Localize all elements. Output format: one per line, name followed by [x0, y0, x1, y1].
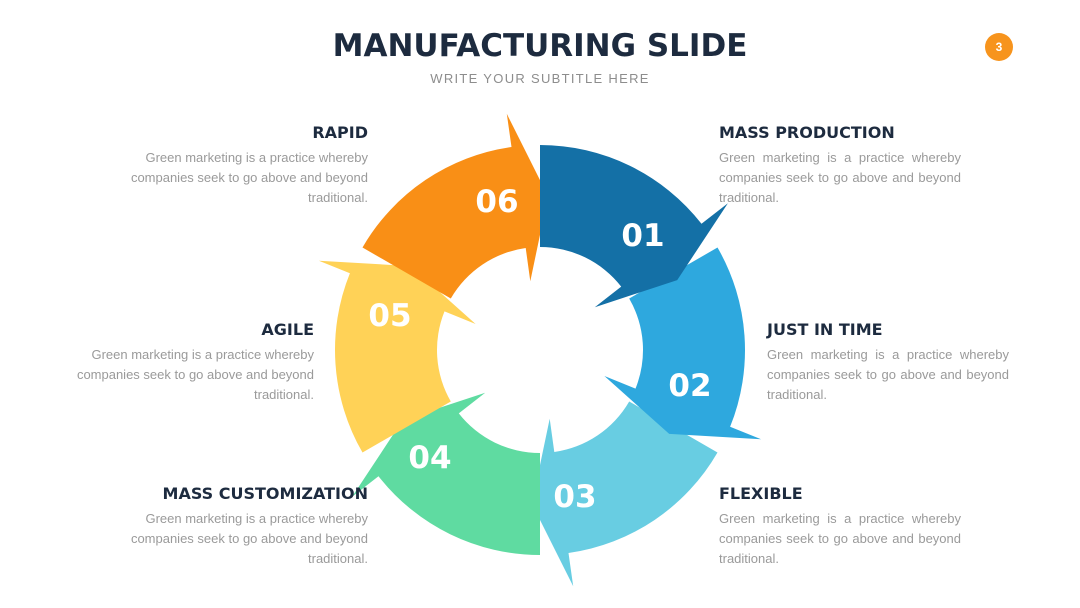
step-title: AGILE — [261, 320, 314, 339]
step-rapid: RAPID Green marketing is a practice wher… — [118, 123, 368, 208]
step-title: MASS PRODUCTION — [719, 123, 895, 142]
step-mass-customization: MASS CUSTOMIZATION Green marketing is a … — [118, 484, 368, 569]
step-description: Green marketing is a practice whereby co… — [767, 347, 1009, 402]
step-description: Green marketing is a practice whereby co… — [130, 511, 368, 566]
step-title: RAPID — [312, 123, 368, 142]
step-title: FLEXIBLE — [719, 484, 803, 503]
page-number-badge: 3 — [985, 33, 1013, 61]
segment-03-arrow — [531, 401, 718, 587]
step-title: MASS CUSTOMIZATION — [162, 484, 368, 503]
step-flexible: FLEXIBLE Green marketing is a practice w… — [719, 484, 961, 569]
slide-subtitle: WRITE YOUR SUBTITLE HERE — [430, 71, 650, 86]
segment-05-number: 05 — [368, 298, 411, 334]
step-description: Green marketing is a practice whereby co… — [130, 150, 368, 205]
step-description: Green marketing is a practice whereby co… — [76, 347, 314, 402]
slide-title: MANUFACTURING SLIDE — [332, 28, 748, 64]
segment-01-number: 01 — [621, 218, 664, 254]
segment-04-number: 04 — [408, 440, 451, 476]
segment-02-number: 02 — [668, 368, 711, 404]
segment-01-arrow — [540, 145, 728, 308]
segment-06-arrow — [362, 113, 549, 299]
step-agile: AGILE Green marketing is a practice wher… — [64, 320, 314, 405]
step-just-in-time: JUST IN TIME Green marketing is a practi… — [767, 320, 1009, 405]
step-description: Green marketing is a practice whereby co… — [719, 150, 961, 205]
segment-05-arrow — [318, 260, 476, 453]
segment-06-number: 06 — [475, 184, 518, 220]
step-title: JUST IN TIME — [767, 320, 883, 339]
step-mass-production: MASS PRODUCTION Green marketing is a pra… — [719, 123, 961, 208]
segment-03-number: 03 — [553, 479, 596, 515]
step-description: Green marketing is a practice whereby co… — [719, 511, 961, 566]
segment-02-arrow — [604, 247, 762, 440]
segment-04-arrow — [352, 392, 540, 555]
